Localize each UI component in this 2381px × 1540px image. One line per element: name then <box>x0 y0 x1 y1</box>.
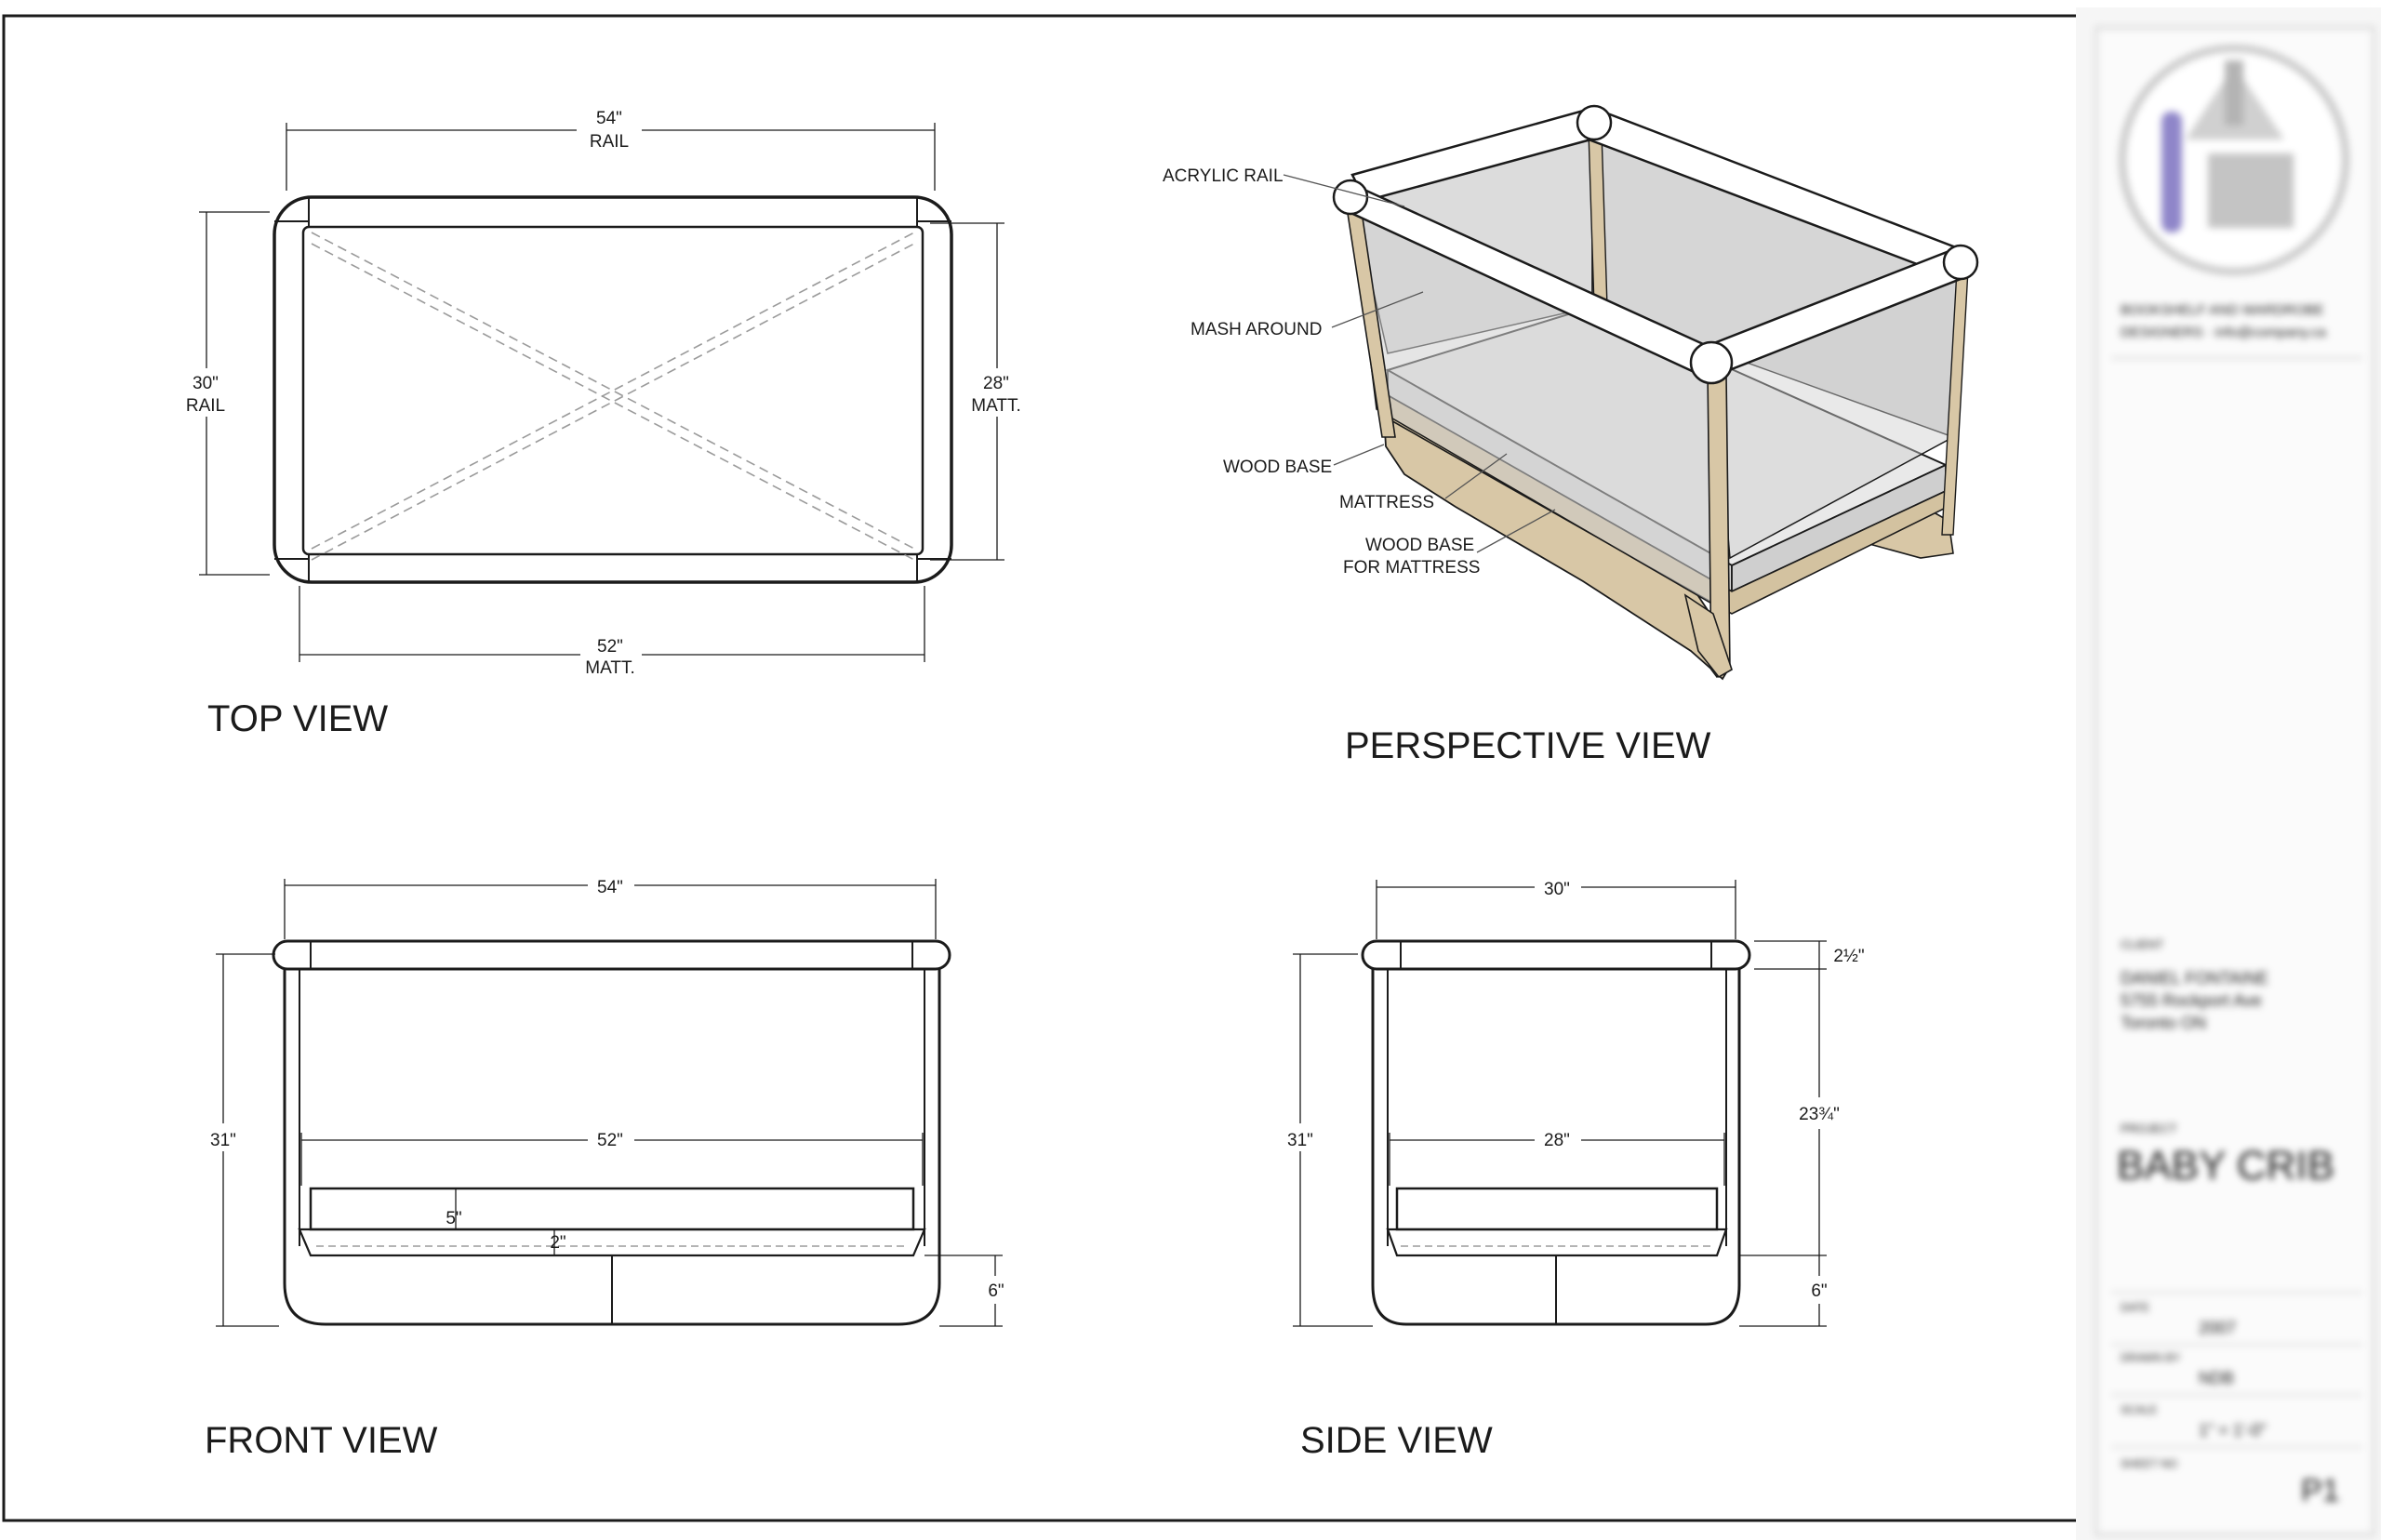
title-block-scale-value: 1" = 1'-0" <box>2199 1421 2267 1440</box>
callout-wood-base: WOOD BASE <box>1223 458 1332 477</box>
company-logo <box>2119 45 2349 275</box>
side-view-dim-panel-height: 23¾" <box>1799 1105 1840 1124</box>
top-view-dim-length-label: RAIL <box>590 132 629 152</box>
front-view-dim-length: 54" <box>597 878 623 897</box>
front-view-top-rail <box>272 939 951 971</box>
top-view-labels: 54" RAIL 30" RAIL 28" MATT. 52" MATT. TO… <box>177 104 1034 739</box>
title-block-project-name: BABY CRIB <box>2117 1143 2334 1188</box>
title-block-client-line-3: Toronto ON <box>2121 1014 2206 1032</box>
title-block-client-label: CLIENT <box>2121 937 2163 951</box>
side-view-dim-leg-height: 6" <box>1811 1281 1827 1301</box>
callout-acrylic-rail: ACRYLIC RAIL <box>1163 166 1284 186</box>
callout-mattress: MATTRESS <box>1339 493 1434 512</box>
top-view-dim-matt-width-value: 28" <box>983 374 1009 393</box>
title-block-content: BOOKSHELF AND WARDROBE DESIGNERS · info@… <box>2095 26 2375 1536</box>
title-block-company-line-1: BOOKSHELF AND WARDROBE <box>2121 302 2324 318</box>
top-view-dim-width-label: RAIL <box>186 396 225 416</box>
top-view-hidden-lines <box>311 232 915 561</box>
front-view-dim-mattress-thickness: 5" <box>446 1209 461 1228</box>
side-view-dim-rail-height: 2½" <box>1833 947 1864 966</box>
front-view <box>216 879 1003 1327</box>
title-block-date-label: DATE <box>2121 1301 2149 1314</box>
side-view-mattress <box>1395 1187 1719 1231</box>
top-view-dim-matt-width-label: MATT. <box>971 396 1020 416</box>
top-view <box>199 123 1004 662</box>
top-view-title: TOP VIEW <box>207 698 388 739</box>
top-view-dim-length-value: 54" <box>596 109 622 128</box>
title-block-drawn-label: DRAWN BY <box>2121 1351 2180 1364</box>
title-block-sheet-label: SHEET NO <box>2121 1457 2177 1470</box>
side-view-dim-matt-width: 28" <box>1544 1131 1570 1150</box>
perspective-view <box>1283 104 1979 681</box>
top-view-mattress <box>301 225 924 556</box>
front-view-dim-leg-height: 6" <box>988 1281 1004 1301</box>
side-view-dim-width: 30" <box>1544 880 1570 899</box>
title-block-project-label: PROJECT <box>2121 1122 2177 1135</box>
front-view-dim-height: 31" <box>210 1131 236 1150</box>
front-view-dim-matt-length: 52" <box>597 1131 623 1150</box>
top-view-rail-outer <box>273 195 953 584</box>
side-view <box>1293 880 1827 1327</box>
sheet-border <box>2 14 2379 1522</box>
front-leg <box>1683 593 1733 679</box>
callout-wood-base-for-mattress-line1: WOOD BASE <box>1365 536 1474 555</box>
title-block-drawn-value: NDB <box>2199 1369 2234 1387</box>
title-block-sheet-value: P1 <box>2301 1473 2340 1508</box>
perspective-view-labels: ACRYLIC RAIL MASH AROUND WOOD BASE MATTR… <box>1163 166 1711 766</box>
front-view-title: FRONT VIEW <box>205 1420 438 1461</box>
title-block-client-line-1: DANIEL FONTAINE <box>2121 969 2268 988</box>
acrylic-rail <box>1332 104 1979 385</box>
title-block-scale-label: SCALE <box>2121 1403 2157 1416</box>
title-block: BOOKSHELF AND WARDROBE DESIGNERS · info@… <box>2076 7 2381 1540</box>
top-view-dim-width-value: 30" <box>193 374 219 393</box>
title-block-date-value: 2007 <box>2199 1319 2236 1337</box>
top-view-dim-matt-length-label: MATT. <box>585 658 634 678</box>
side-view-dim-height: 31" <box>1287 1131 1313 1150</box>
side-view-title: SIDE VIEW <box>1300 1420 1493 1461</box>
front-view-dim-base-thickness: 2" <box>550 1233 565 1253</box>
front-view-mattress-base <box>298 1228 926 1257</box>
title-block-company-line-2: DESIGNERS · info@company.ca <box>2121 325 2327 340</box>
side-view-top-rail <box>1361 939 1751 971</box>
top-view-dim-matt-length-value: 52" <box>597 637 623 657</box>
callout-wood-base-for-mattress-line2: FOR MATTRESS <box>1343 558 1480 578</box>
title-block-client-line-2: 5755 Rockport Ave <box>2121 991 2262 1010</box>
front-view-mattress <box>309 1187 915 1231</box>
callout-mash-around: MASH AROUND <box>1190 320 1322 339</box>
side-view-labels: 30" 31" 28" 2½" 23¾" 6" SIDE VIEW <box>1280 870 1868 1461</box>
perspective-view-title: PERSPECTIVE VIEW <box>1345 725 1711 766</box>
perspective-callout-leaders <box>1283 174 1556 553</box>
side-view-mattress-base <box>1386 1228 1728 1257</box>
front-view-labels: 54" 31" 52" 5" 2" 6" FRONT VIEW <box>203 870 1016 1461</box>
